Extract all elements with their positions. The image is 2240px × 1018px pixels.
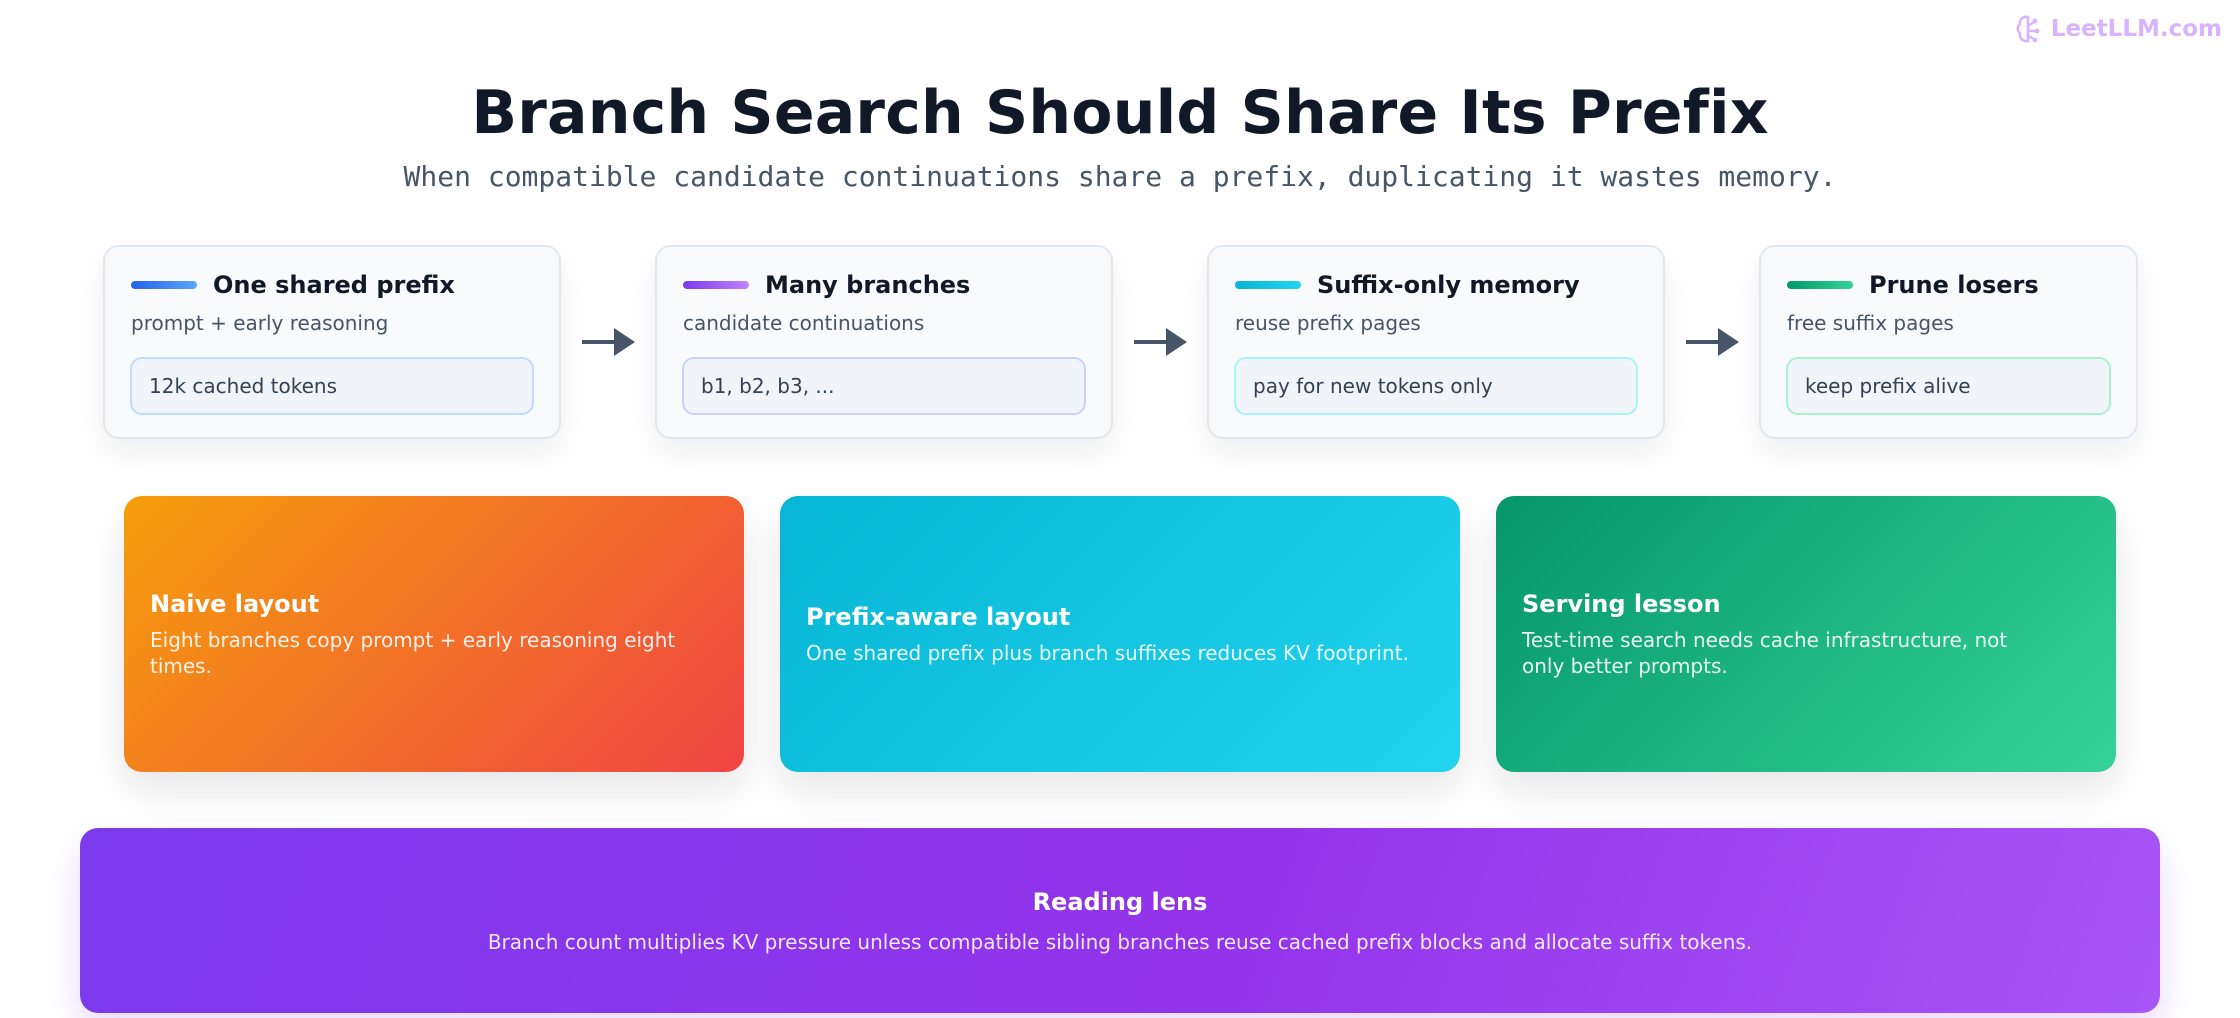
step-title: Suffix-only memory — [1317, 271, 1580, 299]
step-accent-bar — [683, 281, 749, 289]
step-description: candidate continuations — [683, 311, 925, 335]
panel-prefix-aware-layout: Prefix-aware layout One shared prefix pl… — [780, 496, 1460, 772]
step-card-shared-prefix: One shared prefix prompt + early reasoni… — [103, 245, 561, 439]
reading-lens-panel: Reading lens Branch count multiplies KV … — [80, 828, 2160, 1013]
step-card-many-branches: Many branches candidate continuations b1… — [655, 245, 1113, 439]
step-card-suffix-memory: Suffix-only memory reuse prefix pages pa… — [1207, 245, 1665, 439]
arrow-right-icon — [1134, 328, 1187, 356]
step-title: Many branches — [765, 271, 971, 299]
step-title: One shared prefix — [213, 271, 455, 299]
panel-text: Test-time search needs cache infrastruct… — [1522, 627, 2008, 678]
panel-title: Prefix-aware layout — [806, 602, 1071, 631]
step-chip: 12k cached tokens — [130, 357, 534, 415]
brand-logo[interactable]: LeetLLM.com — [2015, 14, 2222, 44]
step-accent-bar — [131, 281, 197, 289]
step-chip: b1, b2, b3, ... — [682, 357, 1086, 415]
brain-icon — [2016, 15, 2040, 43]
step-description: free suffix pages — [1787, 311, 1954, 335]
reading-lens-text: Branch count multiplies KV pressure unle… — [487, 929, 1753, 954]
panel-naive-layout: Naive layout Eight branches copy prompt … — [124, 496, 744, 772]
brand-name: LeetLLM.com — [2050, 16, 2222, 42]
arrow-right-icon — [582, 328, 635, 356]
step-chip: keep prefix alive — [1786, 357, 2111, 415]
step-title: Prune losers — [1869, 271, 2039, 299]
page-title: Branch Search Should Share Its Prefix — [471, 78, 1769, 148]
panel-serving-lesson: Serving lesson Test-time search needs ca… — [1496, 496, 2116, 772]
panel-text: One shared prefix plus branch suffixes r… — [806, 640, 1409, 665]
arrow-right-icon — [1686, 328, 1739, 356]
reading-lens-title: Reading lens — [1032, 887, 1208, 916]
panel-title: Serving lesson — [1522, 589, 1721, 618]
step-chip: pay for new tokens only — [1234, 357, 1638, 415]
step-description: prompt + early reasoning — [131, 311, 389, 335]
panel-title: Naive layout — [150, 589, 320, 618]
page-subtitle: When compatible candidate continuations … — [403, 160, 1837, 193]
step-accent-bar — [1235, 281, 1301, 289]
panel-text: Eight branches copy prompt + early reaso… — [150, 627, 676, 678]
step-card-prune-losers: Prune losers free suffix pages keep pref… — [1759, 245, 2138, 439]
step-description: reuse prefix pages — [1235, 311, 1421, 335]
step-accent-bar — [1787, 281, 1853, 289]
